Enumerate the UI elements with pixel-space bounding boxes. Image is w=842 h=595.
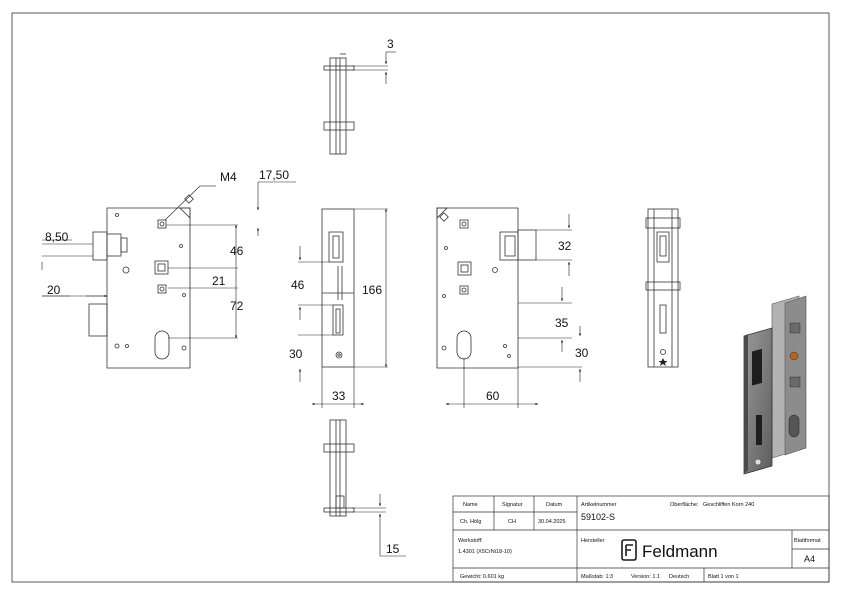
title-block xyxy=(452,495,830,583)
dim-thread-m4: M4 xyxy=(220,170,237,184)
top-view xyxy=(323,53,355,155)
tb-scale: Maßstab: 1:3 xyxy=(581,574,613,580)
tb-manufacturer-label: Hersteller xyxy=(581,538,605,544)
bottom-view-dim xyxy=(352,494,406,557)
dim-60: 60 xyxy=(486,389,500,403)
end-view xyxy=(645,208,681,368)
dim-46-front: 46 xyxy=(291,278,305,292)
tb-signature: CH xyxy=(508,519,516,525)
dim-35: 35 xyxy=(555,316,569,330)
tb-language: Deutsch xyxy=(669,574,689,580)
dim-30-front: 30 xyxy=(289,347,303,361)
faceplate-dims xyxy=(298,208,388,408)
bottom-view xyxy=(323,419,355,517)
tb-name: Ch. Hölg xyxy=(460,519,481,525)
dim-30-rear: 30 xyxy=(575,346,589,360)
tb-surface-value: Geschliffen Korn 240 xyxy=(703,502,754,508)
dim-15: 15 xyxy=(386,542,400,556)
tb-format-value: A4 xyxy=(804,554,815,564)
drawing-frame xyxy=(11,12,830,583)
dim-21: 21 xyxy=(212,274,226,288)
tb-brand: Feldmann xyxy=(642,542,718,561)
faceplate-view xyxy=(321,208,355,368)
tb-col-date: Datum xyxy=(546,502,563,508)
tb-surface-label: Oberfläche: xyxy=(670,502,699,508)
dim-20: 20 xyxy=(47,283,61,297)
side-view xyxy=(88,194,194,369)
star-marker-icon xyxy=(658,358,668,366)
tb-material-value: 1.4301 (X5CrNi18-10) xyxy=(458,549,512,555)
dim-166: 166 xyxy=(362,283,382,297)
tb-article-number: 59102-S xyxy=(581,512,615,522)
side-view-dimension-lines xyxy=(41,181,296,339)
tb-article-label: Artikelnummer xyxy=(581,502,617,508)
feldmann-logo-icon xyxy=(621,539,637,561)
dim-72: 72 xyxy=(230,299,244,313)
tb-material-label: Werkstoff: xyxy=(458,538,483,544)
tb-format-label: Blattformat xyxy=(794,538,821,544)
dim-17-50: 17,50 xyxy=(259,168,289,182)
top-view-dim xyxy=(352,51,396,84)
tb-sheet: Blatt 1 von 1 xyxy=(708,574,739,580)
dim-8-50: 8,50 xyxy=(45,230,69,244)
tb-date: 30.04.2025 xyxy=(538,519,566,525)
dim-32: 32 xyxy=(558,239,572,253)
rear-view xyxy=(436,207,537,369)
tb-col-signature: Signatur xyxy=(502,502,523,508)
dim-3: 3 xyxy=(387,37,394,51)
isometric-render xyxy=(743,295,807,475)
tb-version: Version: 1.1 xyxy=(631,574,660,580)
dim-46-side: 46 xyxy=(230,244,244,258)
tb-weight: Gewicht: 0.601 kg xyxy=(460,574,504,580)
tb-col-name: Name xyxy=(463,502,478,508)
rear-view-dims xyxy=(445,214,582,408)
dim-33: 33 xyxy=(332,389,346,403)
